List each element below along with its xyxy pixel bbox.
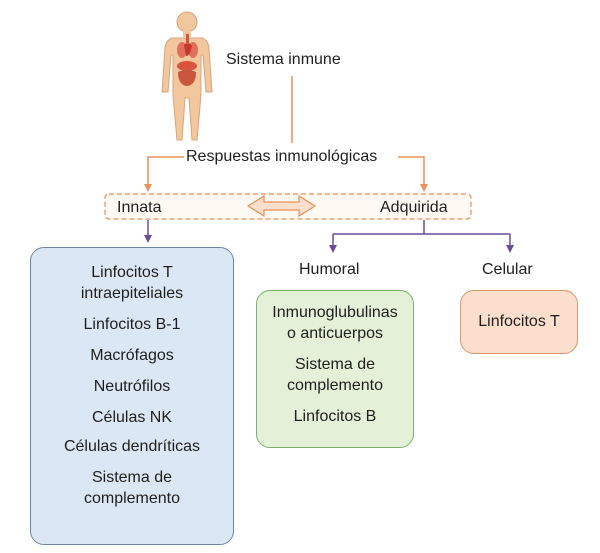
- innata-box: Linfocitos T intraepiteliales Linfocitos…: [30, 247, 234, 545]
- humoral-item: Linfocitos B: [293, 408, 377, 425]
- innata-item: Neutrófilos: [93, 378, 171, 395]
- innata-item: complemento: [83, 490, 181, 507]
- innata-item: Linfocitos B-1: [83, 316, 181, 333]
- innata-item: Linfocitos T: [91, 264, 173, 281]
- double-arrow-icon: [246, 194, 317, 218]
- adquirida-label: Adquirida: [380, 199, 448, 216]
- innata-item: Células dendríticas: [63, 438, 201, 455]
- humoral-item: o anticuerpos: [286, 325, 384, 342]
- innata-item: Macrófagos: [90, 347, 174, 364]
- innata-item: Células NK: [91, 409, 173, 426]
- innata-item: Sistema de: [91, 469, 173, 486]
- human-body-icon: [161, 11, 213, 141]
- celular-label: Celular: [482, 261, 533, 278]
- humoral-item: Inmunoglubulinas: [272, 304, 398, 321]
- innata-item: intraepiteliales: [80, 285, 184, 302]
- humoral-label: Humoral: [299, 261, 360, 278]
- humoral-item: complemento: [286, 377, 384, 394]
- connector-lines: [144, 76, 514, 253]
- organs-icon: [177, 34, 198, 86]
- innata-label: Innata: [117, 199, 162, 216]
- humoral-item: Sistema de: [294, 356, 376, 373]
- root-label: Sistema inmune: [226, 51, 341, 68]
- respuestas-label: Respuestas inmunológicas: [186, 148, 378, 165]
- humoral-box: Inmunoglubulinas o anticuerpos Sistema d…: [256, 290, 414, 448]
- celular-box: Linfocitos T: [460, 290, 578, 354]
- celular-item: Linfocitos T: [478, 313, 560, 330]
